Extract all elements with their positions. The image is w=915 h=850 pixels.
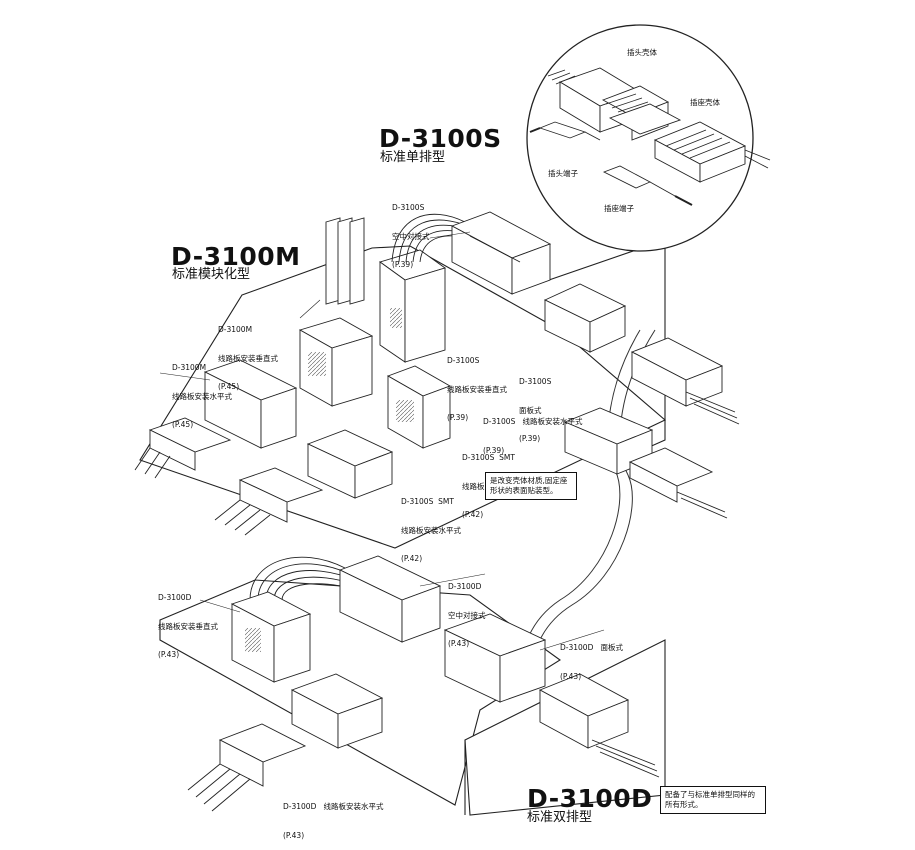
inset-circle [526, 24, 771, 252]
smt-note-box: 是改变壳体材质,固定座形状的表面贴装型。 [485, 472, 577, 500]
s-panel-connector [630, 337, 740, 425]
label-s-horizontal-name: D-3100S [483, 417, 516, 426]
label-s-smt-h: D-3100S SMT 线路板安装水平式 (P.42) [401, 478, 461, 573]
series-m-title: D-3100M [171, 242, 301, 271]
d-note-box: 配备了与标准单排型同样的所有形式。 [660, 786, 766, 814]
label-d-vertical-name: D-3100D [158, 593, 192, 602]
cable-routes [519, 329, 656, 691]
label-s-horizontal-page: (P.39) [483, 445, 505, 455]
label-s-smt-h-page: (P.42) [401, 554, 423, 563]
label-m-vertical-desc: 线路板安装垂直式 [218, 353, 278, 363]
label-m-horizontal-page: (P.45) [172, 420, 194, 429]
label-s-smt-name: D-3100S SMT [462, 453, 515, 462]
label-s-smt-page: (P.42) [462, 510, 484, 519]
label-s-vertical-desc: 线路板安装垂直式 [447, 384, 507, 394]
label-d-air: D-3100D 空中对接式 (P.43) [448, 563, 486, 658]
label-s-panel-name: D-3100S [519, 377, 552, 386]
d-horizontal-connector [187, 673, 384, 812]
label-d-horizontal-page: (P.43) [283, 830, 305, 840]
m-horizontal-connector [134, 359, 298, 479]
label-s-air-page: (P.39) [392, 260, 414, 269]
label-s-smt-h-desc: 线路板安装水平式 [401, 525, 461, 535]
label-d-horizontal-desc: 线路板安装水平式 [323, 802, 384, 811]
label-d-horizontal: D-3100D 线路板安装水平式 (P.43) [283, 783, 384, 850]
series-s-title: D-3100S [379, 124, 502, 153]
series-d-subtitle: 标准双排型 [527, 810, 593, 825]
label-d-air-desc: 空中对接式 [448, 610, 486, 620]
label-s-air: D-3100S 空中对接式 (P.39) [392, 184, 430, 279]
s-horizontal-connector [563, 407, 728, 519]
label-d-panel: D-3100D 面板式 (P.43) [560, 624, 623, 691]
label-d-air-page: (P.43) [448, 639, 470, 648]
label-s-air-desc: 空中对接式 [392, 231, 430, 241]
label-d-vertical-desc: 线路板安装垂直式 [158, 621, 218, 631]
label-d-panel-desc: 面板式 [600, 643, 624, 652]
label-d-panel-name: D-3100D [560, 643, 594, 652]
label-s-panel-page: (P.39) [519, 434, 541, 443]
d-vertical-connector [230, 591, 312, 683]
label-s-panel: D-3100S 面板式 (P.39) [519, 358, 551, 453]
label-m-horizontal-name: D-3100M [172, 363, 207, 372]
label-m-vertical: D-3100M 线路板安装垂直式 (P.45) [218, 306, 278, 401]
s-vertical-connector [378, 249, 447, 363]
label-m-vertical-name: D-3100M [218, 325, 253, 334]
label-m-vertical-page: (P.45) [218, 382, 240, 391]
series-d-title: D-3100D [527, 784, 653, 813]
label-s-vertical-page: (P.39) [447, 413, 469, 422]
label-d-vertical-page: (P.43) [158, 650, 180, 659]
d-panel-connector [538, 673, 660, 778]
leader-lines [159, 231, 605, 651]
inset-receptacle-terminal-label: 插座端子 [604, 204, 634, 213]
label-d-horizontal-name: D-3100D [283, 802, 317, 811]
label-s-horizontal-desc: 线路板安装水平式 [522, 417, 583, 426]
label-d-air-name: D-3100D [448, 582, 482, 591]
inset-plug-terminal-label: 插头端子 [548, 169, 578, 178]
label-s-air-name: D-3100S [392, 203, 425, 212]
inset-receptacle-housing-label: 插座壳体 [690, 98, 720, 107]
label-s-vertical: D-3100S 线路板安装垂直式 (P.39) [447, 337, 507, 432]
s-smt-horizontal [214, 429, 394, 536]
s-air-connector [450, 211, 627, 353]
label-m-horizontal: D-3100M 线路板安装水平式 (P.45) [172, 344, 232, 439]
label-s-vertical-name: D-3100S [447, 356, 480, 365]
m-vertical-connector [298, 217, 374, 407]
label-s-smt-h-name: D-3100S SMT [401, 497, 454, 506]
label-s-horizontal: D-3100S 线路板安装水平式 (P.39) [483, 398, 583, 465]
label-m-horizontal-desc: 线路板安装水平式 [172, 391, 232, 401]
label-s-panel-desc: 面板式 [519, 405, 542, 415]
label-d-vertical: D-3100D 线路板安装垂直式 (P.43) [158, 574, 218, 669]
label-d-panel-page: (P.43) [560, 671, 582, 681]
series-s-subtitle: 标准单排型 [380, 150, 446, 165]
s-smt-vertical [386, 365, 452, 449]
series-m-subtitle: 标准模块化型 [172, 267, 251, 282]
d-air-connector [338, 555, 547, 703]
inset-plug-housing-label: 插头壳体 [627, 48, 657, 57]
